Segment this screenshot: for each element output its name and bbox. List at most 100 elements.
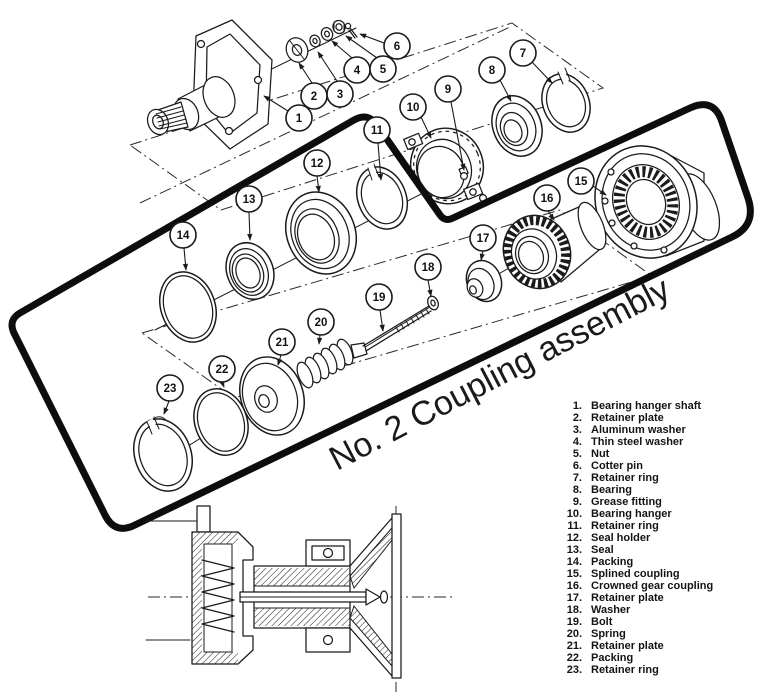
parts-list-item: 1.Bearing hanger shaft <box>556 400 768 412</box>
svg-text:20: 20 <box>315 317 328 329</box>
part-label: Packing <box>591 652 634 664</box>
part-label: Retainer ring <box>591 664 659 676</box>
parts-list-item: 23.Retainer ring <box>556 664 768 676</box>
part-number: 11. <box>567 520 582 532</box>
parts-list-item: 21. Retainer plate <box>556 640 768 652</box>
part-label: Bolt <box>591 616 613 628</box>
callout-5: 5 <box>345 35 397 83</box>
part-number: 8. <box>572 484 582 496</box>
callout-8: 8 <box>478 56 512 102</box>
part-packing-22 <box>193 388 249 456</box>
callout-18: 18 <box>414 253 442 297</box>
part-packing-14 <box>159 271 217 343</box>
callout-23: 23 <box>156 374 184 415</box>
part-thin-steel-washer <box>320 27 334 41</box>
part-bearing <box>491 95 543 157</box>
part-label: Retainer plate <box>591 412 664 424</box>
callout-22: 22 <box>208 355 236 388</box>
svg-text:8: 8 <box>489 65 496 77</box>
part-retainer-plate-17 <box>465 259 503 303</box>
part-label: Bearing hanger shaft <box>591 400 702 412</box>
callout-14: 14 <box>169 221 197 271</box>
svg-text:9: 9 <box>445 84 451 96</box>
part-label: Retainer plate <box>591 640 664 652</box>
svg-text:2: 2 <box>311 91 317 103</box>
part-number: 15. <box>566 568 582 580</box>
part-number: 9. <box>572 496 582 508</box>
svg-text:10: 10 <box>407 102 420 114</box>
parts-list-item: 8. Bearing <box>556 484 768 496</box>
parts-list-item: 18.Washer <box>556 604 768 616</box>
part-label: Spring <box>591 628 626 640</box>
part-label: Seal holder <box>591 532 651 544</box>
callout-11: 11 <box>363 116 391 181</box>
part-number: 3. <box>572 424 582 436</box>
part-number: 18. <box>566 604 582 616</box>
cross-section-view <box>145 505 452 692</box>
parts-list-item: 17.Retainer plate <box>556 592 768 604</box>
part-label: Bearing hanger <box>591 508 672 520</box>
svg-text:11: 11 <box>371 125 384 137</box>
svg-text:4: 4 <box>354 65 361 77</box>
part-label: Seal <box>591 544 614 556</box>
svg-text:7: 7 <box>520 48 526 60</box>
parts-list-item: 22. Packing <box>556 652 768 664</box>
parts-list-item: 5. Nut <box>556 448 768 460</box>
svg-text:6: 6 <box>394 41 400 53</box>
part-bearing-hanger-shaft <box>146 19 273 150</box>
callout-16: 16 <box>533 184 561 221</box>
part-retainer-ring-11 <box>355 163 409 230</box>
part-number: 19. <box>566 616 582 628</box>
part-aluminum-washer <box>309 34 321 48</box>
part-retainer-ring-7 <box>541 67 591 133</box>
callout-9: 9 <box>434 75 466 171</box>
svg-text:17: 17 <box>477 233 490 245</box>
parts-list-item: 11.Retainer ring <box>556 520 768 532</box>
part-number: 13. <box>566 544 582 556</box>
part-retainer-ring-23 <box>133 416 193 492</box>
part-label: Bearing <box>591 484 632 496</box>
callout-10: 10 <box>399 93 432 139</box>
part-label: Packing <box>591 556 634 568</box>
callout-4: 4 <box>331 40 371 84</box>
svg-text:1: 1 <box>296 113 303 125</box>
part-number: 21. <box>566 640 582 652</box>
svg-text:18: 18 <box>422 262 435 274</box>
callout-15: 15 <box>567 167 607 196</box>
part-number: 16. <box>566 580 582 592</box>
part-number: 6. <box>572 460 582 472</box>
svg-text:14: 14 <box>177 230 190 242</box>
part-label: Retainer ring <box>591 472 659 484</box>
parts-list-item: 6.Cotter pin <box>556 460 768 472</box>
parts-list-item: 12. Seal holder <box>556 532 768 544</box>
callout-21: 21 <box>268 328 296 366</box>
svg-text:3: 3 <box>337 89 343 101</box>
svg-text:16: 16 <box>541 193 554 205</box>
part-number: 14. <box>566 556 582 568</box>
part-bearing-hanger <box>403 127 488 205</box>
part-label: Nut <box>591 448 610 460</box>
parts-list-item: 15. Splined coupling <box>556 568 768 580</box>
part-seal <box>225 242 275 300</box>
callout-2: 2 <box>298 62 328 110</box>
part-label: Thin steel washer <box>591 436 684 448</box>
part-bolt <box>350 305 432 359</box>
part-number: 22. <box>566 652 582 664</box>
part-number: 12. <box>566 532 582 544</box>
parts-list-item: 19. Bolt <box>556 616 768 628</box>
part-cotter-pin <box>344 22 358 39</box>
svg-text:5: 5 <box>380 64 387 76</box>
part-nut <box>332 19 346 35</box>
part-number: 4. <box>572 436 582 448</box>
callout-20: 20 <box>307 308 335 345</box>
callout-6: 6 <box>359 32 411 60</box>
parts-list-item: 13. Seal <box>556 544 768 556</box>
svg-text:19: 19 <box>373 292 386 304</box>
part-number: 5. <box>572 448 582 460</box>
callout-7: 7 <box>509 39 553 84</box>
part-label: Retainer plate <box>591 592 664 604</box>
part-label: Crowned gear coupling <box>591 580 714 592</box>
part-label: Splined coupling <box>591 568 680 580</box>
